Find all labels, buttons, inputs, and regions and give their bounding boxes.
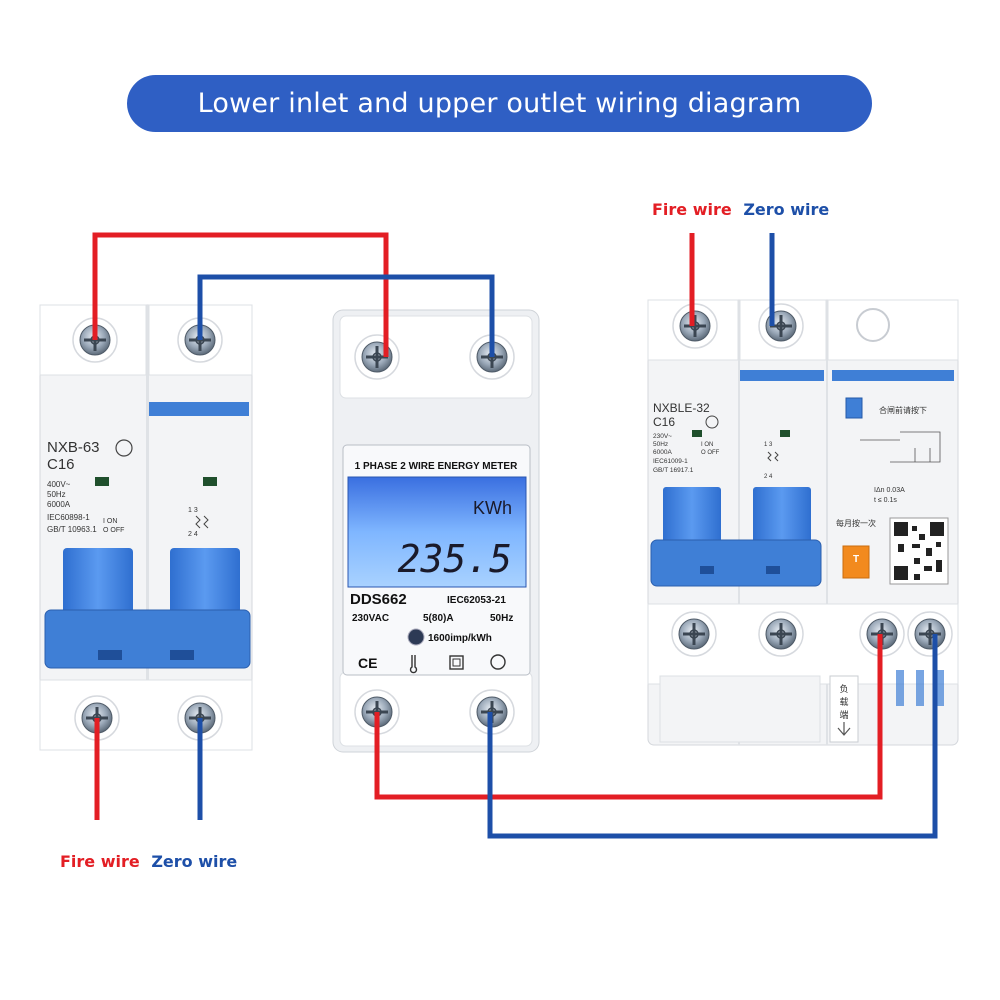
meter-constant: 1600imp/kWh xyxy=(428,633,492,644)
svg-text:载: 载 xyxy=(839,696,848,707)
fire-wire-breaker-to-meter xyxy=(92,232,389,357)
left-breaker-spec2: 50Hz xyxy=(47,490,66,499)
rcbo-trip-time: t ≤ 0.1s xyxy=(874,497,897,504)
right-breaker-terminals: 1 3 xyxy=(764,442,773,448)
left-breaker-handle-1[interactable] xyxy=(63,548,133,618)
right-breaker-spec1: 230V~ xyxy=(653,433,672,440)
energy-meter: 1 PHASE 2 WIRE ENERGY METER KWh 235.5 DD… xyxy=(332,309,540,753)
meter-model: DDS662 xyxy=(350,591,407,608)
left-breaker-off-mark: O OFF xyxy=(103,527,124,534)
wires xyxy=(92,232,938,839)
meter-header: 1 PHASE 2 WIRE ENERGY METER xyxy=(355,461,518,472)
meter-ce-mark: CE xyxy=(358,655,377,671)
diagram-title: Lower inlet and upper outlet wiring diag… xyxy=(197,88,802,119)
bottom-wire-legend: Fire wire Zero wire xyxy=(60,852,237,871)
class-one-icon xyxy=(490,654,506,670)
rcbo-load-side-label: 负 xyxy=(839,683,848,694)
thermometer-icon xyxy=(409,655,418,674)
breaker-left: NXB-63 C16 400V~ 50Hz 6000A IEC60898-1 G… xyxy=(39,304,253,751)
right-breaker-on-mark: I ON xyxy=(701,442,713,448)
meter-standard: IEC62053-21 xyxy=(447,595,506,606)
meter-lcd xyxy=(347,476,527,588)
right-breaker-spec3: 6000A xyxy=(653,449,672,456)
left-breaker-toggle-bar[interactable] xyxy=(44,609,251,669)
double-insulation-icon xyxy=(449,655,464,670)
right-breaker-spec2: 50Hz xyxy=(653,441,668,448)
rcbo-reset-button[interactable] xyxy=(845,397,863,419)
fire-wire-label-top: Fire wire xyxy=(652,200,732,219)
left-breaker-rating: C16 xyxy=(47,456,75,473)
title-banner: Lower inlet and upper outlet wiring diag… xyxy=(127,75,872,132)
left-breaker-spec3: 6000A xyxy=(47,500,71,509)
meter-pulse-led-icon xyxy=(407,628,425,646)
right-breaker-model: NXBLE-32 xyxy=(653,401,710,415)
fire-wire-label-bottom: Fire wire xyxy=(60,852,140,871)
fire-wire-meter-to-rcbo xyxy=(374,634,883,800)
right-breaker-toggle-bar[interactable] xyxy=(650,539,822,587)
right-breaker-off-mark: O OFF xyxy=(701,450,720,456)
down-arrow-icon xyxy=(837,722,851,736)
left-breaker-std2: GB/T 10963.1 xyxy=(47,525,97,534)
rcbo-top-hole xyxy=(856,308,890,342)
left-breaker-terminals: 1 3 xyxy=(188,507,198,514)
svg-text:端: 端 xyxy=(839,709,848,720)
meter-screw-top-1 xyxy=(353,333,401,381)
right-breaker-std2: GB/T 16917.1 xyxy=(653,467,694,474)
left-breaker-on-mark: I ON xyxy=(103,518,117,525)
rcbo-screw-top-1 xyxy=(671,302,719,350)
rcbo-screw-top-2 xyxy=(757,302,805,350)
meter-unit: KWh xyxy=(473,498,512,518)
left-breaker-terminals-2: 2 4 xyxy=(188,531,198,538)
rcbo-screw-bottom-2 xyxy=(757,610,805,658)
rcbo-test-button[interactable] xyxy=(842,545,870,579)
left-breaker-spec1: 400V~ xyxy=(47,480,71,489)
qr-code-icon xyxy=(889,517,949,585)
zero-wire-meter-to-rcbo xyxy=(487,634,938,839)
rcbo-reset-note: 合闸前请按下 xyxy=(879,405,927,415)
rcbo-leak-current: IΔn 0.03A xyxy=(874,487,905,494)
meter-frequency: 50Hz xyxy=(490,613,513,624)
left-breaker-std1: IEC60898-1 xyxy=(47,513,90,522)
rcbo-test-key: T xyxy=(853,554,859,565)
breaker-right-rcbo: NXBLE-32 C16 230V~ 50Hz 6000A IEC61009-1… xyxy=(647,299,959,746)
rcbo-screw-bottom-4 xyxy=(906,610,954,658)
ccc-mark-icon-right xyxy=(705,415,719,429)
left-breaker-handle-2[interactable] xyxy=(170,548,240,618)
left-breaker-blue-strip xyxy=(149,402,249,416)
zero-wire-breaker-to-meter xyxy=(197,274,495,357)
right-breaker-std1: IEC61009-1 xyxy=(653,458,688,465)
zero-wire-label-bottom: Zero wire xyxy=(151,852,238,871)
ccc-mark-icon xyxy=(115,439,133,457)
right-breaker-rating: C16 xyxy=(653,415,675,429)
rcbo-test-note: 每月按一次 xyxy=(836,518,876,528)
right-breaker-terminals-2: 2 4 xyxy=(764,474,773,480)
top-wire-legend: Fire wire Zero wire xyxy=(652,200,829,219)
meter-current: 5(80)A xyxy=(423,613,454,624)
meter-voltage: 230VAC xyxy=(352,613,389,624)
meter-reading: 235.5 xyxy=(398,537,512,581)
left-breaker-model: NXB-63 xyxy=(47,439,100,456)
rcbo-screw-bottom-1 xyxy=(670,610,718,658)
zero-wire-label-top: Zero wire xyxy=(743,200,830,219)
